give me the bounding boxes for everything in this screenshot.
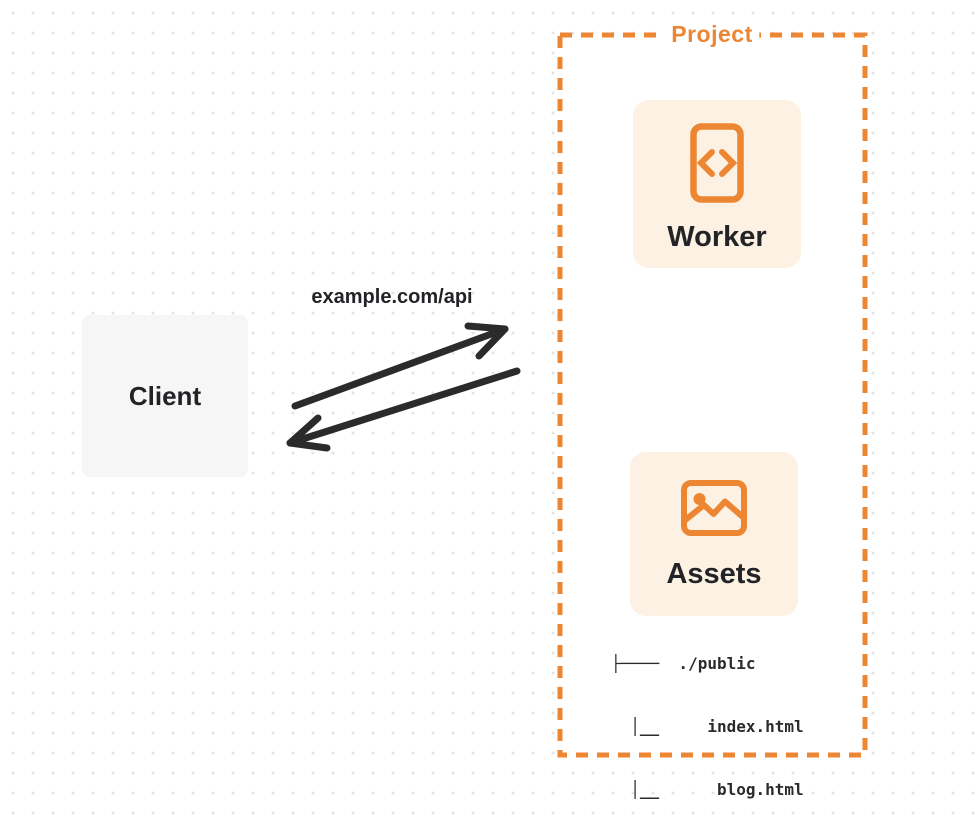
- tree-line-index: │__ index.html: [611, 717, 804, 736]
- assets-label: Assets: [666, 558, 762, 590]
- file-tree: ├──── ./public │__ index.html │__ blog.h…: [611, 611, 804, 818]
- image-icon: [681, 480, 747, 536]
- request-arrow: [291, 322, 509, 410]
- response-arrow: [286, 367, 521, 452]
- client-node: Client: [82, 315, 248, 477]
- tree-line-blog: │__ blog.html: [611, 780, 804, 799]
- client-label: Client: [128, 380, 202, 411]
- worker-node: Worker: [633, 100, 801, 268]
- worker-label: Worker: [667, 221, 767, 253]
- code-file-icon: [690, 123, 744, 203]
- assets-node: Assets: [630, 452, 798, 616]
- request-url-label: example.com/api: [311, 286, 473, 308]
- tree-line-public: ├──── ./public: [611, 654, 756, 673]
- project-label: Project: [664, 20, 760, 48]
